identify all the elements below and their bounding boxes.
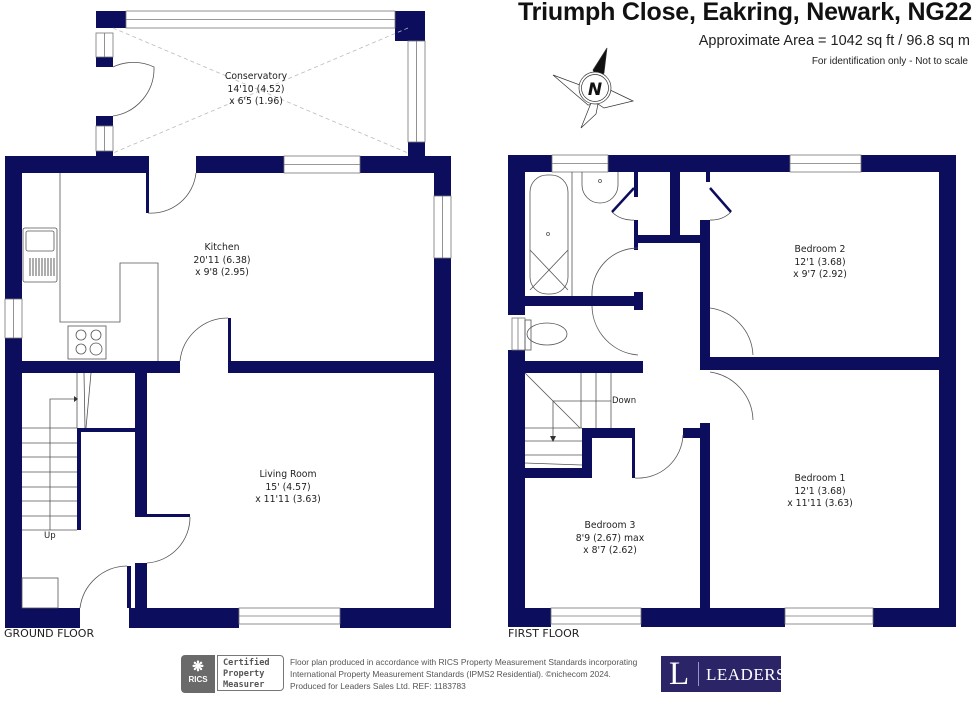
room-bedroom-3: Bedroom 3 8'9 (2.67) max x 8'7 (2.62) bbox=[575, 520, 645, 556]
room-bedroom-1: Bedroom 1 12'1 (3.68) x 11'11 (3.63) bbox=[787, 473, 853, 509]
rics-lion-icon: ❋ bbox=[192, 658, 204, 674]
room-bedroom-2: Bedroom 2 12'1 (3.68) x 9'7 (2.92) bbox=[793, 244, 847, 280]
leaders-initial: L bbox=[669, 656, 690, 692]
compass-letter: N bbox=[588, 80, 602, 100]
leaders-logo: L LEADERS bbox=[661, 656, 786, 692]
logo-divider bbox=[698, 662, 699, 686]
windows bbox=[4, 10, 874, 625]
stairs-up-label: Up bbox=[44, 531, 56, 541]
approximate-area: Approximate Area = 1042 sq ft / 96.8 sq … bbox=[698, 33, 970, 49]
room-living-room: Living Room 15' (4.57) x 11'11 (3.63) bbox=[255, 469, 321, 505]
rics-logo: ❋ RICS bbox=[181, 655, 215, 693]
measurement-footnote: Floor plan produced in accordance with R… bbox=[290, 657, 638, 691]
walls bbox=[5, 11, 956, 628]
disclaimer: For identification only - Not to scale bbox=[811, 56, 968, 67]
rics-badge-text: Certified Property Measurer bbox=[217, 655, 284, 691]
leaders-wordmark: LEADERS bbox=[706, 665, 786, 684]
ground-floor-label: GROUND FLOOR bbox=[4, 627, 95, 640]
north-arrow-compass-icon bbox=[552, 47, 635, 129]
fixtures-and-doors bbox=[21, 27, 754, 609]
stairs-down-label: Down bbox=[612, 396, 637, 406]
stairs-arrowhead bbox=[550, 436, 556, 442]
rics-certified-badge: ❋ RICS Certified Property Measurer bbox=[181, 655, 286, 693]
room-kitchen: Kitchen 20'11 (6.38) x 9'8 (2.95) bbox=[193, 242, 251, 278]
room-conservatory: Conservatory 14'10 (4.52) x 6'5 (1.96) bbox=[224, 71, 288, 107]
stairs-arrowhead bbox=[74, 396, 78, 402]
first-floor-label: FIRST FLOOR bbox=[508, 627, 580, 640]
property-title: Triumph Close, Eakring, Newark, NG22 bbox=[517, 0, 972, 26]
